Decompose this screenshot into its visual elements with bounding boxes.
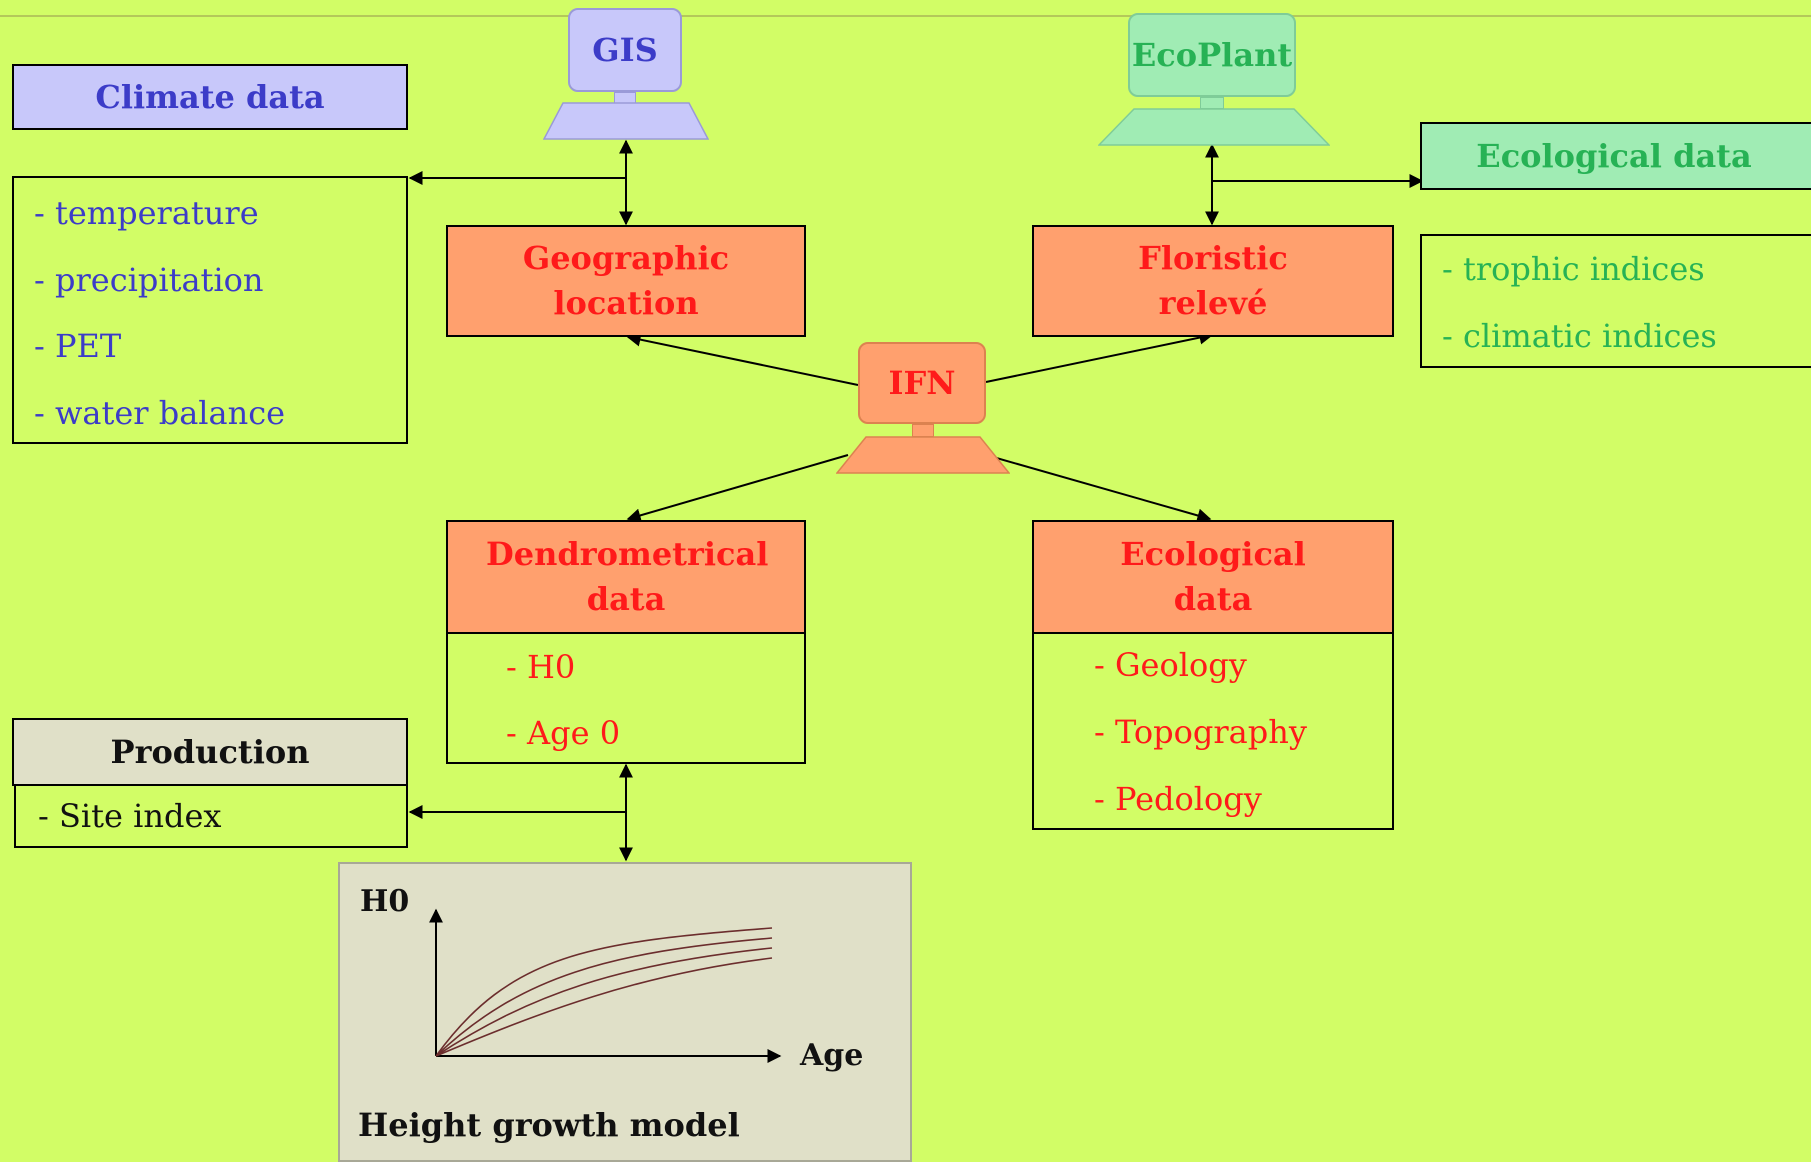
gis-screen: GIS [568, 8, 682, 92]
ifn-ecological-box: Ecological data - Geology - Topography -… [1032, 520, 1394, 830]
growth-curve [435, 937, 773, 1057]
dendrometrical-box: Dendrometrical data - H0 - Age 0 [446, 520, 806, 764]
geographic-location-title: Geographic location [522, 239, 730, 322]
gis-label: GIS [592, 31, 658, 69]
climate-item: - precipitation [34, 261, 264, 299]
ifn-ecological-arrow [985, 454, 1212, 523]
ifn-ecological-item: - Topography [1094, 713, 1307, 751]
growth-curve [435, 927, 773, 1057]
ifn-dendro-arrow [626, 454, 849, 523]
ifn-base [836, 436, 1010, 474]
ecoplant-ecological-item: - climatic indices [1442, 317, 1717, 355]
dendrometrical-item: - H0 [506, 648, 576, 686]
climate-item: - water balance [34, 394, 286, 432]
ecoplant-label: EcoPlant [1131, 36, 1293, 74]
ifn-geographic-arrow [626, 332, 859, 386]
ecoplant-base [1098, 108, 1330, 146]
climate-item: - PET [34, 327, 122, 365]
production-item: - Site index [38, 797, 222, 835]
ecoplant-ecological-header: Ecological data [1420, 122, 1811, 190]
ifn-ecological-item: - Geology [1094, 646, 1247, 684]
ecoplant-screen: EcoPlant [1128, 13, 1296, 97]
geographic-location-box: Geographic location [446, 225, 806, 337]
top-divider [0, 15, 1811, 17]
climate-item: - temperature [34, 194, 259, 232]
ifn-screen: IFN [858, 342, 986, 424]
height-growth-model-title: Height growth model [358, 1106, 740, 1144]
x-axis-label: Age [800, 1038, 864, 1073]
growth-curve [435, 947, 773, 1057]
climate-title: Climate data [95, 77, 325, 116]
dendrometrical-item: - Age 0 [506, 714, 621, 752]
growth-curve [435, 957, 773, 1057]
ecoplant-ecological-list: - trophic indices - climatic indices [1420, 234, 1811, 368]
ifn-ecological-title: Ecological data [1120, 535, 1306, 618]
ifn-ecological-header: Ecological data [1034, 522, 1392, 634]
production-title: Production [110, 732, 310, 771]
ifn-label: IFN [888, 364, 956, 402]
ifn-ecological-item: - Pedology [1094, 780, 1262, 818]
y-axis-label: H0 [360, 884, 410, 919]
dendrometrical-title: Dendrometrical data [486, 535, 769, 618]
production-list: - Site index [14, 784, 408, 848]
ecoplant-ecological-title: Ecological data [1476, 136, 1752, 175]
floristic-releve-box: Floristic relevé [1032, 225, 1394, 337]
production-header: Production [12, 718, 408, 786]
climate-list: - temperature - precipitation - PET - wa… [12, 176, 408, 444]
growth-curves-plot [429, 908, 782, 1063]
ecoplant-ecological-item: - trophic indices [1442, 250, 1705, 288]
floristic-releve-title: Floristic relevé [1138, 239, 1288, 322]
dendrometrical-header: Dendrometrical data [448, 522, 804, 634]
height-growth-model-panel: H0 Age Height growth model [338, 862, 912, 1162]
ifn-floristic-arrow [985, 330, 1214, 383]
climate-header: Climate data [12, 64, 408, 130]
gis-base [543, 102, 709, 140]
